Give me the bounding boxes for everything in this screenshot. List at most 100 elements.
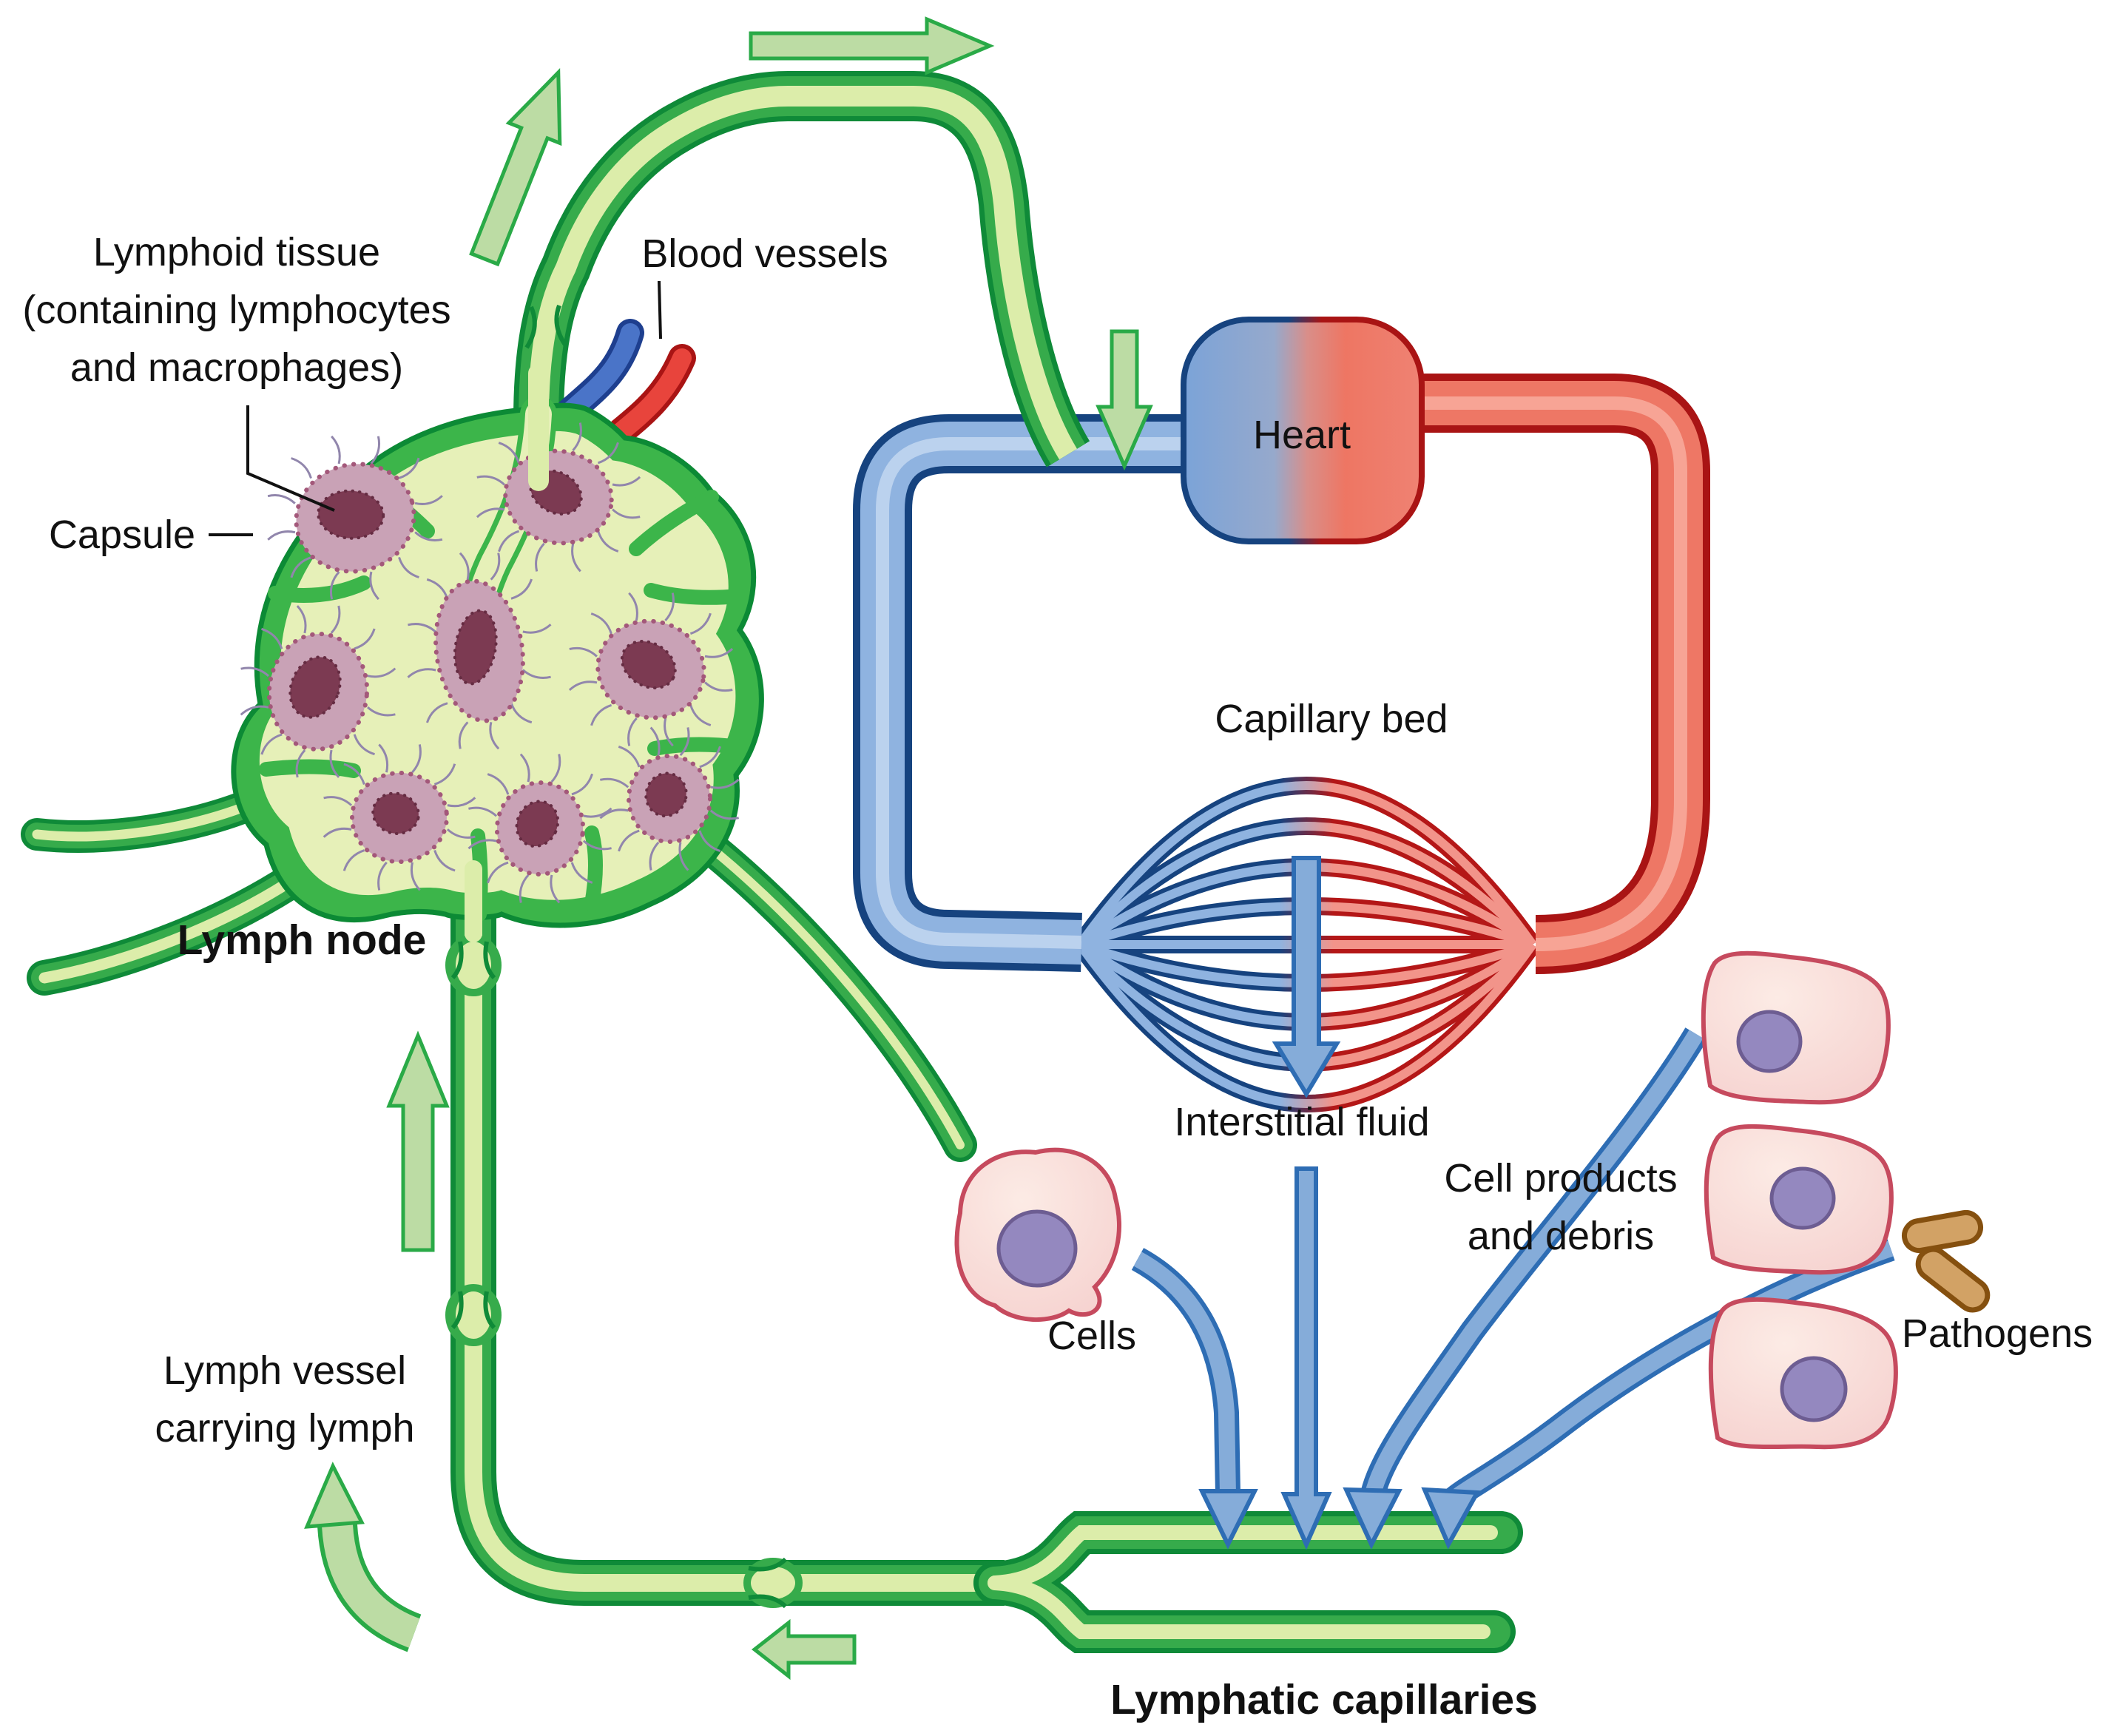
arrow-capillary-to-tissue <box>1272 856 1341 1098</box>
lobule-core <box>620 640 677 690</box>
reticular-fiber <box>498 442 520 464</box>
label-lymph-node: Lymph node <box>177 916 427 964</box>
reticular-fiber <box>398 556 419 578</box>
pathogen-rods <box>1901 1209 1991 1313</box>
reticular-fiber <box>295 749 306 778</box>
label-capsule: Capsule <box>48 513 196 557</box>
arrow-fluid-to-lymphatic-capillary <box>1280 1166 1332 1550</box>
reticular-fiber <box>583 807 612 818</box>
reticular-fiber <box>689 704 712 726</box>
reticular-fiber <box>678 842 689 871</box>
reticular-fiber <box>267 530 296 541</box>
arrow-from-pathogens <box>1421 1236 1895 1550</box>
flow-arrow-curved-up <box>304 1462 422 1652</box>
reticular-fiber <box>411 744 422 774</box>
lobule-core <box>288 655 342 719</box>
reticular-fiber <box>367 667 396 678</box>
lymph-vessel-carrying-lymph <box>445 911 1005 1609</box>
cell-nucleus <box>996 1209 1078 1288</box>
reticular-fiber <box>490 553 501 581</box>
lymph-valve <box>445 934 502 1346</box>
heart <box>1181 317 1425 544</box>
flow-arrow-left <box>751 1618 857 1681</box>
reticular-fiber <box>570 862 593 884</box>
reticular-fiber <box>354 628 376 650</box>
reticular-fiber <box>599 777 629 788</box>
reticular-fiber <box>468 806 498 817</box>
lymphoid-tissue-lobules <box>240 422 740 904</box>
reticular-fiber <box>664 717 674 747</box>
afferent-lymph-vessels <box>21 784 312 996</box>
artery-red-tube <box>1420 374 1710 974</box>
reticular-fiber <box>353 734 375 756</box>
reticular-fiber <box>476 475 505 486</box>
reticular-fiber <box>519 753 530 783</box>
reticular-fiber <box>628 592 638 621</box>
reticular-fiber <box>425 702 448 723</box>
reticular-fiber <box>618 745 641 768</box>
reticular-fiber <box>599 808 629 820</box>
arrow-from-cell-products <box>1343 1027 1707 1550</box>
reticular-fiber <box>612 508 641 519</box>
reticular-fiber <box>698 830 721 853</box>
reticular-fiber <box>597 530 619 553</box>
reticular-fiber <box>377 861 388 891</box>
reticular-fiber <box>550 874 561 904</box>
reticular-fiber <box>571 773 594 796</box>
tissue-cell-left <box>954 1147 1121 1323</box>
reticular-fiber <box>519 874 530 903</box>
reticular-fiber <box>369 571 379 601</box>
reticular-fiber <box>290 556 312 578</box>
reticular-fiber <box>498 530 520 553</box>
reticular-fiber <box>291 457 312 479</box>
reticular-fiber <box>571 543 581 573</box>
reticular-fiber <box>378 743 389 773</box>
reticular-fiber <box>410 862 421 891</box>
arrow-from-cells <box>1131 1248 1258 1550</box>
reticular-fiber <box>612 476 641 487</box>
reticular-fiber <box>550 754 561 783</box>
reticular-fiber <box>572 422 582 452</box>
label-lymphoid-tissue-line1: Lymphoid tissue <box>92 230 381 274</box>
label-cell-products-line2: and debris <box>1467 1214 1655 1258</box>
label-capillary-bed: Capillary bed <box>1215 697 1448 741</box>
reticular-fiber <box>590 612 612 635</box>
reticular-fiber <box>407 668 436 678</box>
reticular-fiber <box>699 746 721 769</box>
reticular-fiber <box>323 796 353 806</box>
reticular-fiber <box>535 542 545 572</box>
reticular-fiber <box>597 442 619 465</box>
reticular-fiber <box>343 763 365 785</box>
lymphatic-capillaries <box>973 1511 1523 1653</box>
reticular-fiber <box>521 669 551 679</box>
reticular-fiber <box>510 578 533 600</box>
lymph-vessel-top <box>513 71 1090 467</box>
flow-arrow-up-right <box>469 68 562 267</box>
reticular-fiber <box>329 749 340 778</box>
reticular-fiber <box>568 680 598 692</box>
reticular-fiber <box>649 726 661 756</box>
label-lymph-vessel: Lymph vessel carrying lymph <box>155 1342 414 1457</box>
reticular-fiber <box>569 646 598 658</box>
reticular-fiber <box>342 849 365 871</box>
reticular-fiber <box>704 681 733 692</box>
leader-lymphoid-tissue <box>246 405 335 512</box>
reticular-fiber <box>649 841 660 871</box>
lobule-core <box>515 800 560 848</box>
reticular-fiber <box>370 436 381 465</box>
reticular-fiber <box>487 773 510 795</box>
lobule-core <box>644 771 688 818</box>
reticular-fiber <box>366 706 396 717</box>
reticular-fiber <box>486 861 509 884</box>
flow-arrow-up-lymph-vessel <box>386 1030 450 1252</box>
reticular-fiber <box>414 495 443 505</box>
lobule-core <box>317 489 385 540</box>
reticular-fiber <box>323 827 352 838</box>
label-blood-vessels: Blood vessels <box>641 232 888 276</box>
reticular-fiber <box>704 647 734 658</box>
reticular-fiber <box>522 624 552 634</box>
lymph-node <box>21 319 977 1162</box>
label-lymph-vessel-line2: carrying lymph <box>155 1406 415 1450</box>
leader-lines <box>209 280 662 536</box>
